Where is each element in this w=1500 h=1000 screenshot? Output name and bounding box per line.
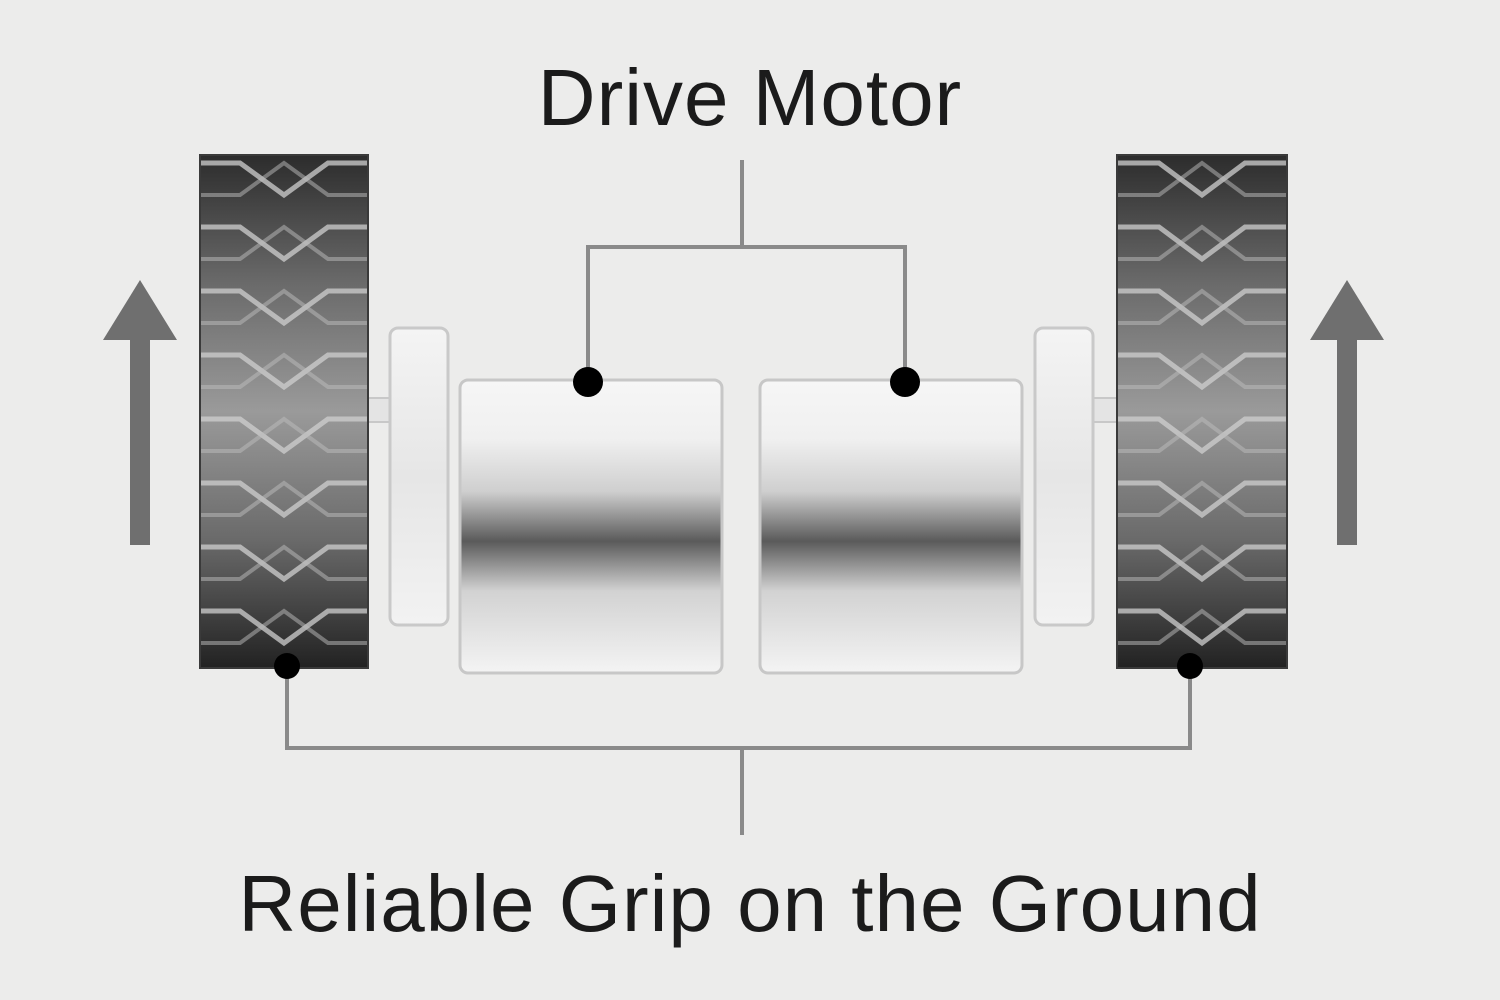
- right-tire-node: [1177, 653, 1203, 679]
- left-motor: [458, 378, 724, 675]
- right-gear-disc: [1033, 326, 1095, 627]
- bottom-connector: [285, 668, 1192, 835]
- top-connector: [586, 160, 907, 380]
- right-tire: [1116, 154, 1288, 669]
- left-up-arrow-icon: [103, 280, 177, 545]
- left-gear-disc: [388, 326, 450, 627]
- motor-bracket-line: [586, 245, 907, 380]
- left-motor-node: [573, 367, 603, 397]
- ground-grip-label: Reliable Grip on the Ground: [238, 859, 1262, 948]
- left-tire-node: [274, 653, 300, 679]
- right-motor: [758, 378, 1024, 675]
- right-motor-node: [890, 367, 920, 397]
- right-up-arrow-icon: [1310, 280, 1384, 545]
- tire-bracket-line: [285, 668, 1192, 750]
- left-tire: [199, 154, 369, 669]
- drive-motor-label: Drive Motor: [537, 53, 963, 142]
